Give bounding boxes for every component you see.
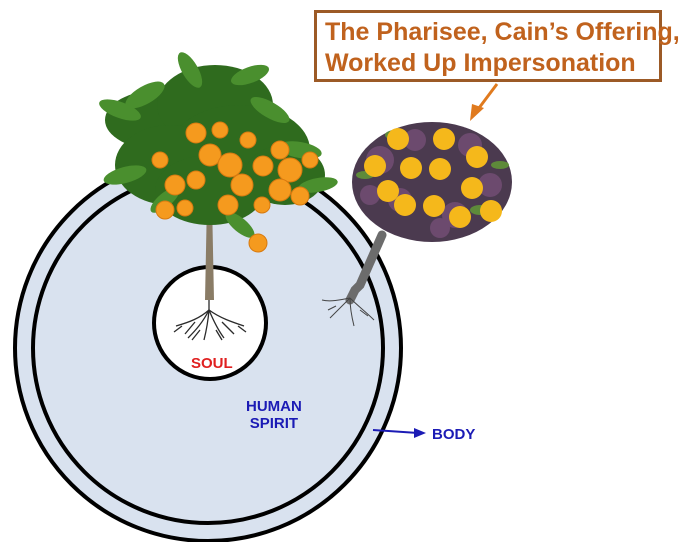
callout-arrow: [470, 83, 499, 121]
spirit-label: SPIRIT: [249, 415, 299, 432]
callout-box: The Pharisee, Cain’s Offering, Worked Up…: [314, 10, 679, 82]
body-label: BODY: [432, 426, 476, 443]
human-spirit-label: HUMAN SPIRIT: [246, 398, 302, 432]
callout-line-1: The Pharisee, Cain’s Offering,: [325, 18, 679, 46]
body-arrow: [372, 428, 426, 438]
human-label: HUMAN: [246, 398, 302, 415]
soul-label: SOUL: [191, 355, 233, 372]
orange-tree-icon: [99, 52, 338, 341]
berry-bush-icon: [321, 122, 512, 327]
callout-line-2: Worked Up Impersonation: [325, 49, 636, 77]
